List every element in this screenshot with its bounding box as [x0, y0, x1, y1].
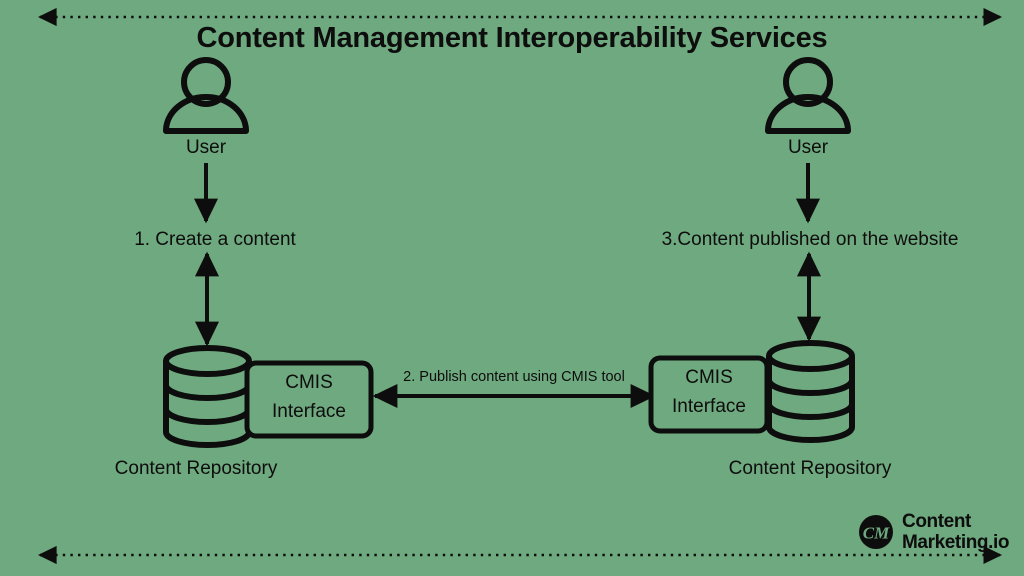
right-repository-label: Content Repository [728, 458, 892, 479]
left-cmis-interface-box[interactable] [244, 360, 374, 439]
cm-monogram-text: CM [863, 524, 890, 543]
right-step-label: 3.Content published on the website [661, 229, 959, 250]
brand-logo[interactable]: CM Content Marketing.io [858, 511, 1018, 557]
left-repository-label: Content Repository [114, 458, 278, 479]
right-content-repository-cylinder [766, 340, 855, 443]
page-title: Content Management Interoperability Serv… [196, 22, 828, 54]
left-step-label: 1. Create a content [134, 229, 296, 250]
right-user-icon [765, 57, 851, 134]
right-cmis-label-line1: CMIS [685, 367, 733, 388]
brand-line-1: Content [902, 511, 971, 532]
left-user-label: User [185, 137, 227, 158]
cm-monogram-icon: CM [859, 515, 893, 549]
middle-step-label: 2. Publish content using CMIS tool [403, 369, 625, 385]
left-user-icon [163, 57, 249, 134]
brand-line-2: Marketing.io [902, 532, 1010, 554]
left-content-repository-cylinder [163, 345, 252, 448]
left-cmis-label-line2: Interface [272, 401, 346, 422]
right-user-label: User [787, 137, 829, 158]
left-cmis-label-line1: CMIS [285, 372, 333, 393]
right-cmis-label-line2: Interface [672, 396, 746, 417]
